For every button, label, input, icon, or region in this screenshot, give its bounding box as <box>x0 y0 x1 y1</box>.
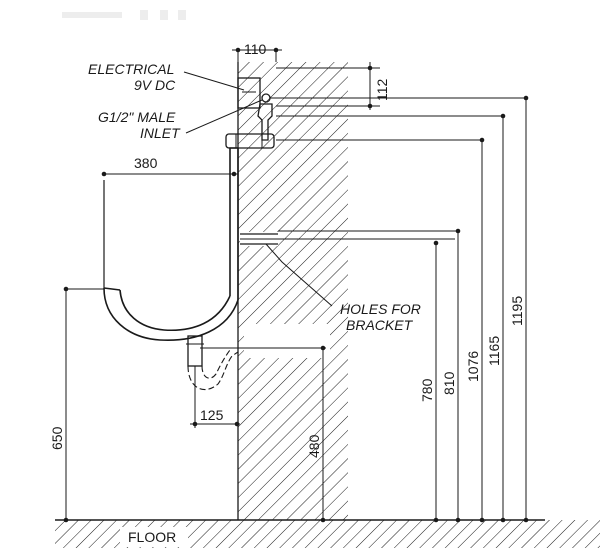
dim-110-label: 110 <box>244 41 267 57</box>
label-holes: HOLES FOR BRACKET <box>265 243 421 333</box>
urinal-bowl <box>103 147 239 341</box>
holes-label-line2: BRACKET <box>346 317 414 333</box>
dim-780-label: 780 <box>419 378 435 402</box>
label-electrical: ELECTRICAL 9V DC <box>88 61 245 93</box>
dim-480-label: 480 <box>306 434 322 458</box>
dim-650-label: 650 <box>49 426 65 450</box>
electrical-label-line2: 9V DC <box>134 77 176 93</box>
floor-label: FLOOR <box>128 529 176 545</box>
label-inlet: G1/2" MALE INLET <box>98 99 263 141</box>
dim-110: 110 <box>232 41 282 62</box>
top-remnant-marks <box>62 10 186 20</box>
dim-125-label: 125 <box>200 407 224 423</box>
dim-1195-label: 1195 <box>509 296 525 326</box>
dim-1076-label: 1076 <box>465 351 481 382</box>
electrical-label-line1: ELECTRICAL <box>88 61 174 77</box>
dim-125: 125 <box>190 366 240 428</box>
bracket-holes <box>240 232 455 246</box>
inlet-fitting <box>225 93 275 149</box>
dim-right-stack: 1195 1165 1076 810 780 480 <box>200 95 529 523</box>
dim-380: 380 <box>101 155 238 177</box>
wall-hatch <box>238 62 348 520</box>
holes-label-line1: HOLES FOR <box>340 301 421 317</box>
dim-810-label: 810 <box>441 371 457 395</box>
wall <box>237 62 348 520</box>
dim-650: 650 <box>49 286 104 523</box>
dim-112-label: 112 <box>374 78 390 101</box>
dim-1165-label: 1165 <box>486 336 502 366</box>
dim-112: 112 <box>276 62 390 110</box>
electrical-box <box>237 77 261 109</box>
dim-380-label: 380 <box>134 155 158 171</box>
drain-trap <box>186 335 239 390</box>
inlet-label-line2: INLET <box>140 125 181 141</box>
floor: FLOOR <box>55 519 600 548</box>
inlet-label-line1: G1/2" MALE <box>98 109 176 125</box>
